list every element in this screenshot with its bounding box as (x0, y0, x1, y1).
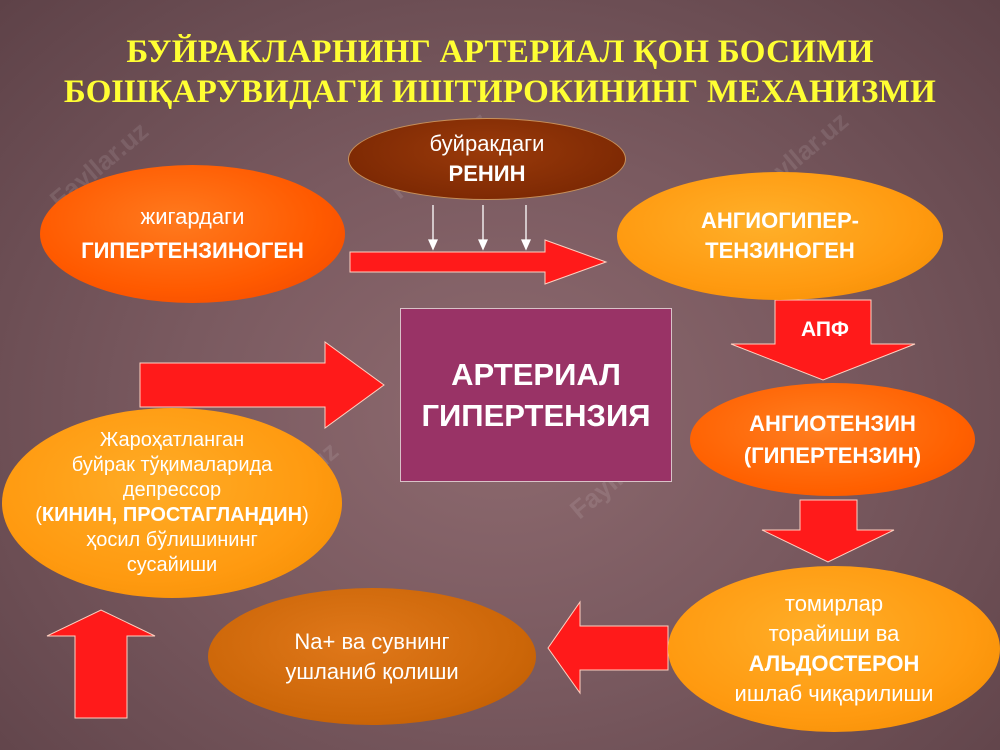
node-arterial-hypertension: АРТЕРИАЛ ГИПЕРТЕНЗИЯ (400, 308, 672, 482)
arrow-down-apf (730, 299, 916, 381)
depressor-line-6: сусайиши (126, 554, 218, 576)
depressor-line-4: (КИНИН, ПРОСТАГЛАНДИН) (35, 503, 308, 528)
natriy-line-1: Na+ ва сувнинг (294, 628, 450, 654)
tomirlar-line-3: АЛЬДОСТЕРОН (748, 651, 920, 676)
depressor-line-5: ҳосил бўлишининг (86, 529, 258, 551)
node-gipertenzinogen: жигардаги ГИПЕРТЕНЗИНОГЕН (40, 165, 345, 303)
angio-line-1: АНГИОГИПЕР- (701, 208, 859, 233)
tomirlar-line-1: томирлар (784, 591, 884, 616)
node-natriy: Na+ ва сувнинг ушланиб қолиши (208, 588, 536, 725)
natriy-line-2: ушланиб қолиши (285, 658, 459, 684)
tomirlar-line-4: ишлаб чиқарилиши (734, 681, 934, 706)
node-renin: буйракдаги РЕНИН (348, 118, 626, 200)
gipertenzinogen-line-2: ГИПЕРТЕНЗИНОГЕН (81, 238, 304, 263)
gipertenzinogen-line-1: жигардаги (140, 204, 245, 229)
center-line-1: АРТЕРИАЛ (451, 357, 621, 392)
title-line-1: БУЙРАКЛАРНИНГ АРТЕРИАЛ ҚОН БОСИМИ (126, 34, 874, 70)
depressor-kinin: КИНИН, ПРОСТАГЛАНДИН (41, 504, 303, 526)
angiotenzin-line-2: (ГИПЕРТЕНЗИН) (743, 442, 922, 468)
arrow-up-left (46, 609, 156, 719)
angio-line-2: ТЕНЗИНОГЕН (705, 238, 855, 263)
depressor-paren-close: ) (302, 504, 309, 526)
angiotenzin-line-1: АНГИОТЕНЗИН (749, 410, 916, 436)
node-angiotenzin: АНГИОТЕНЗИН (ГИПЕРТЕНЗИН) (690, 383, 975, 496)
node-depressor: Жароҳатланган буйрак тўқималарида депрес… (2, 408, 342, 598)
depressor-line-2: буйрак тўқималарида (71, 454, 273, 476)
renin-line-1: буйракдаги (429, 131, 545, 156)
apf-label: АПФ (801, 318, 849, 341)
node-angiogipertenzinogen: АНГИОГИПЕР- ТЕНЗИНОГЕН (617, 172, 943, 300)
arrow-right-top (349, 239, 608, 285)
arrow-right-into-center (139, 341, 385, 429)
title-line-2: БОШҚАРУВИДАГИ ИШТИРОКИНИНГ МЕХАНИЗМИ (63, 74, 937, 110)
depressor-line-3: депрессор (122, 479, 222, 501)
slide-title: БУЙРАКЛАРНИНГ АРТЕРИАЛ ҚОН БОСИМИ БОШҚАР… (0, 32, 1000, 112)
arrow-down-angiotenzin (761, 499, 895, 563)
renin-thin-arrows (427, 205, 532, 251)
center-line-2: ГИПЕРТЕНЗИЯ (421, 398, 651, 433)
node-tomirlar: томирлар торайиши ва АЛЬДОСТЕРОН ишлаб ч… (668, 566, 1000, 732)
renin-line-2: РЕНИН (448, 161, 526, 186)
depressor-line-1: Жароҳатланган (99, 429, 245, 451)
arrow-left-bottom (547, 600, 669, 695)
depressor-paren-open: ( (35, 504, 42, 526)
tomirlar-line-2: торайиши ва (768, 621, 900, 646)
